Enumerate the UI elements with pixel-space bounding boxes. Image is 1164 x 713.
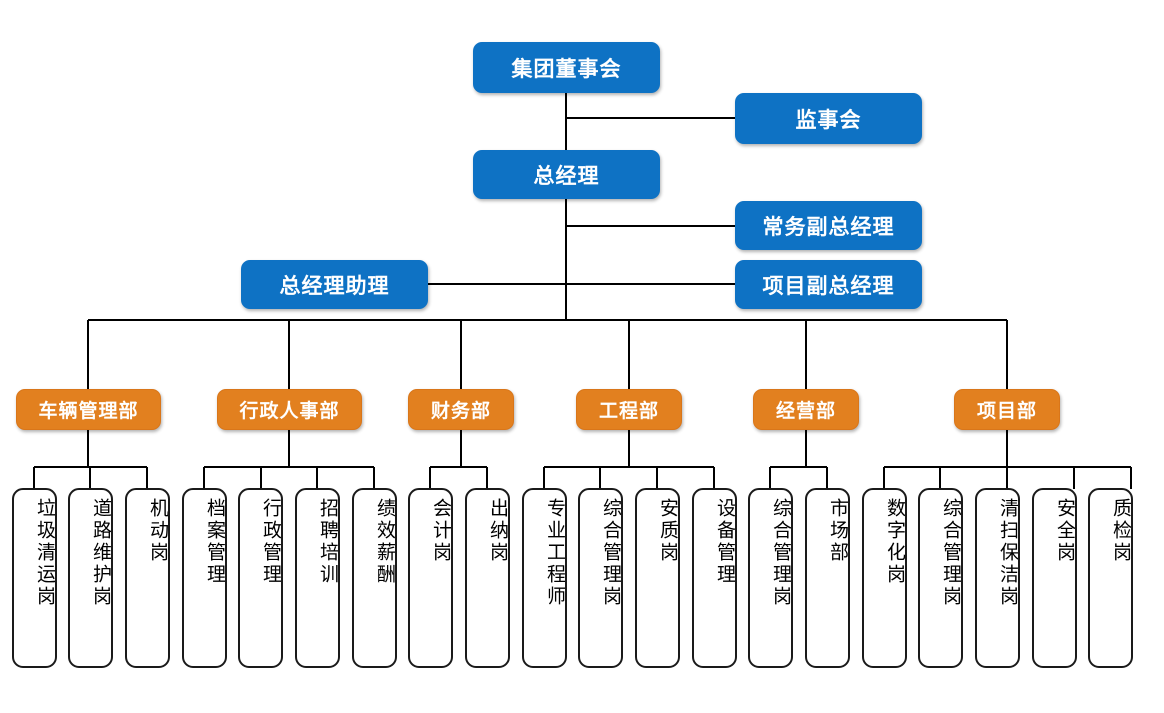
node-department-project[interactable]: 项目部 bbox=[954, 389, 1060, 430]
node-label: 市场部 bbox=[827, 498, 849, 564]
node-project-deputy-gm[interactable]: 项目副总经理 bbox=[735, 260, 922, 309]
node-label: 工程部 bbox=[598, 400, 659, 422]
node-label: 常务副总经理 bbox=[762, 214, 895, 239]
node-label: 监事会 bbox=[795, 107, 862, 132]
node-position-safety[interactable]: 安全岗 bbox=[1032, 488, 1077, 668]
node-position-engineering-general-management[interactable]: 综合管理岗 bbox=[578, 488, 623, 668]
node-label: 专业工程师 bbox=[544, 498, 566, 608]
node-label: 综合管理岗 bbox=[770, 498, 792, 608]
node-department-operations[interactable]: 经营部 bbox=[753, 389, 859, 430]
node-position-flexible-duty[interactable]: 机动岗 bbox=[125, 488, 170, 668]
node-department-vehicle-management[interactable]: 车辆管理部 bbox=[16, 389, 161, 430]
node-position-cashier[interactable]: 出纳岗 bbox=[465, 488, 510, 668]
node-general-manager[interactable]: 总经理 bbox=[473, 150, 660, 199]
node-position-marketing[interactable]: 市场部 bbox=[805, 488, 850, 668]
node-label: 数字化岗 bbox=[884, 498, 906, 586]
node-position-equipment-management[interactable]: 设备管理 bbox=[692, 488, 737, 668]
node-label: 道路维护岗 bbox=[90, 498, 112, 608]
node-position-recruitment-training[interactable]: 招聘培训 bbox=[295, 488, 340, 668]
node-label: 财务部 bbox=[430, 400, 491, 422]
node-label: 经营部 bbox=[775, 400, 836, 422]
node-position-project-general-management[interactable]: 综合管理岗 bbox=[918, 488, 963, 668]
node-label: 综合管理岗 bbox=[940, 498, 962, 608]
node-label: 档案管理 bbox=[204, 498, 226, 586]
node-position-cleaning-sanitation[interactable]: 清扫保洁岗 bbox=[975, 488, 1020, 668]
node-department-admin-hr[interactable]: 行政人事部 bbox=[217, 389, 362, 430]
node-label: 清扫保洁岗 bbox=[997, 498, 1019, 608]
node-label: 总经理 bbox=[533, 163, 600, 188]
node-gm-assistant[interactable]: 总经理助理 bbox=[241, 260, 428, 309]
node-label: 质检岗 bbox=[1110, 498, 1132, 564]
node-label: 出纳岗 bbox=[487, 498, 509, 564]
node-label: 垃圾清运岗 bbox=[34, 498, 56, 608]
node-label: 机动岗 bbox=[147, 498, 169, 564]
node-position-accounting[interactable]: 会计岗 bbox=[408, 488, 453, 668]
node-department-finance[interactable]: 财务部 bbox=[408, 389, 514, 430]
node-label: 安质岗 bbox=[657, 498, 679, 564]
node-board-of-directors[interactable]: 集团董事会 bbox=[473, 42, 660, 93]
node-board-of-supervisors[interactable]: 监事会 bbox=[735, 93, 922, 144]
node-label: 集团董事会 bbox=[511, 56, 622, 81]
node-label: 项目副总经理 bbox=[762, 273, 895, 298]
node-position-road-maintenance[interactable]: 道路维护岗 bbox=[68, 488, 113, 668]
node-position-performance-compensation[interactable]: 绩效薪酬 bbox=[352, 488, 397, 668]
node-executive-deputy-gm[interactable]: 常务副总经理 bbox=[735, 201, 922, 250]
node-label: 行政人事部 bbox=[239, 400, 340, 422]
node-label: 行政管理 bbox=[260, 498, 282, 586]
node-position-admin-management[interactable]: 行政管理 bbox=[238, 488, 283, 668]
node-label: 项目部 bbox=[976, 400, 1037, 422]
node-position-operations-general-management[interactable]: 综合管理岗 bbox=[748, 488, 793, 668]
node-label: 总经理助理 bbox=[279, 273, 390, 298]
node-position-garbage-transport[interactable]: 垃圾清运岗 bbox=[12, 488, 57, 668]
node-label: 会计岗 bbox=[430, 498, 452, 564]
node-label: 车辆管理部 bbox=[38, 400, 139, 422]
node-position-digitalization[interactable]: 数字化岗 bbox=[862, 488, 907, 668]
node-label: 绩效薪酬 bbox=[374, 498, 396, 586]
node-label: 综合管理岗 bbox=[600, 498, 622, 608]
node-label: 安全岗 bbox=[1054, 498, 1076, 564]
node-department-engineering[interactable]: 工程部 bbox=[576, 389, 682, 430]
node-position-quality-inspection[interactable]: 质检岗 bbox=[1088, 488, 1133, 668]
node-label: 设备管理 bbox=[714, 498, 736, 586]
node-label: 招聘培训 bbox=[317, 498, 339, 586]
node-position-safety-quality[interactable]: 安质岗 bbox=[635, 488, 680, 668]
node-position-professional-engineer[interactable]: 专业工程师 bbox=[522, 488, 567, 668]
node-position-archive-management[interactable]: 档案管理 bbox=[182, 488, 227, 668]
